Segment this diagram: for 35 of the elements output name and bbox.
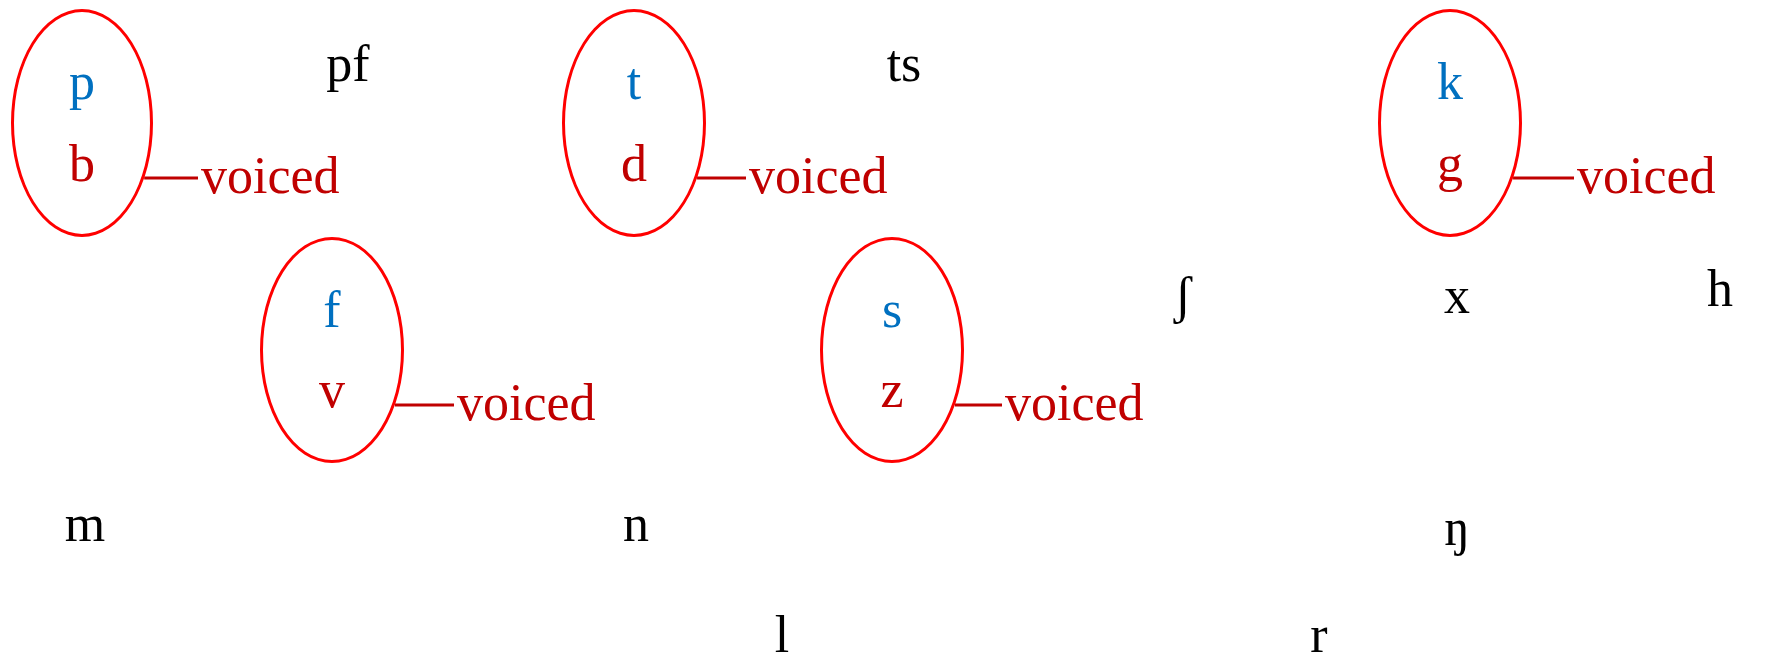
phoneme-letter: x — [1444, 266, 1470, 326]
phoneme-letter: p — [69, 52, 95, 112]
phoneme-letter: k — [1437, 52, 1463, 112]
leader-line — [1513, 176, 1574, 180]
phoneme-letter: l — [774, 605, 790, 660]
phoneme-letter: m — [64, 494, 106, 554]
voiced-label: voiced — [1577, 146, 1716, 206]
phoneme-letter: t — [626, 52, 642, 112]
phoneme-letter: pf — [326, 34, 370, 94]
phoneme-letter: ŋ — [1444, 498, 1470, 558]
voiced-label: voiced — [1005, 373, 1144, 433]
leader-line — [697, 176, 746, 180]
phoneme-letter: r — [1310, 605, 1328, 660]
voiced-label: voiced — [749, 146, 888, 206]
ellipse-outline — [11, 9, 153, 237]
ellipse-outline — [820, 237, 964, 463]
ellipse-outline — [562, 9, 706, 237]
phoneme-letter: n — [623, 494, 649, 554]
phoneme-letter: h — [1707, 259, 1733, 319]
voiced-label: voiced — [457, 373, 596, 433]
ellipse-outline — [1378, 9, 1522, 237]
leader-line — [394, 403, 454, 407]
phoneme-letter: s — [881, 280, 903, 340]
phoneme-letter: b — [69, 134, 95, 194]
ellipse-outline — [260, 237, 404, 463]
phoneme-letter: z — [880, 360, 904, 420]
phoneme-letter: g — [1437, 134, 1463, 194]
phoneme-letter: ʃ — [1174, 266, 1192, 326]
leader-line — [144, 176, 198, 180]
phoneme-letter: d — [621, 134, 647, 194]
phoneme-letter: v — [319, 360, 345, 420]
phoneme-letter: f — [323, 280, 341, 340]
leader-line — [954, 403, 1002, 407]
phoneme-letter: ts — [886, 34, 922, 94]
voiced-label: voiced — [201, 146, 340, 206]
